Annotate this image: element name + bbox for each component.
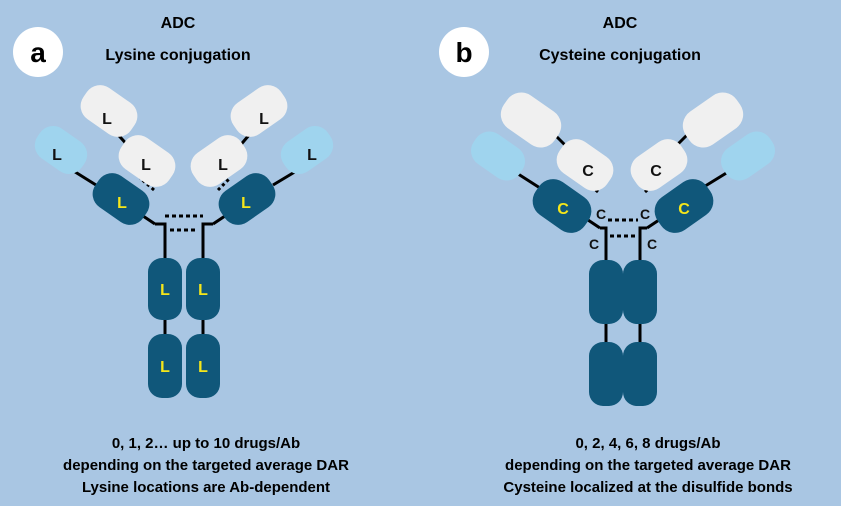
panel-b-light-chain-left-inner xyxy=(556,139,614,191)
panel-b-fc-left-lower xyxy=(589,342,623,406)
panel-a-label-fc-4: L xyxy=(198,359,208,376)
panel-a-light-chain-left-outer xyxy=(80,85,138,137)
panel-b-footer-line1: 0, 2, 4, 6, 8 drugs/Ab xyxy=(575,435,720,452)
panel-a-light-chain-right-variable xyxy=(280,126,334,174)
panel-b-label-hinge-2: C xyxy=(640,206,650,222)
panel-a-light-chain-right-outer xyxy=(230,85,288,137)
panel-a-light-chain-left-variable xyxy=(34,126,88,174)
panel-a-fc-left-lower xyxy=(148,334,182,398)
panel-a-label-heavy-1: L xyxy=(117,195,127,212)
panel-b-footer-line3: Cysteine localized at the disulfide bond… xyxy=(503,479,792,496)
panel-a-fc-right-upper xyxy=(186,258,220,320)
panel-b-light-chain-right-outer xyxy=(682,92,744,148)
panel-a-heavy-fab-left xyxy=(92,173,150,225)
panel-b-badge: b xyxy=(455,37,472,68)
panel-a-footer: 0, 1, 2… up to 10 drugs/Ab depending on … xyxy=(63,435,349,496)
panel-a-badge: a xyxy=(30,37,46,68)
panel-b-label-heavy-2: C xyxy=(678,201,690,218)
panel-a-title-line1: ADC xyxy=(161,15,196,32)
panel-a-badge-circle xyxy=(13,27,63,77)
panel-a-label-light-4: L xyxy=(259,111,269,128)
panel-b-heavy-fab-right xyxy=(654,179,714,233)
panel-b-label-heavy-1: C xyxy=(557,201,569,218)
panel-b-fc-left-upper xyxy=(589,260,623,324)
panel-a-fc-right-lower xyxy=(186,334,220,398)
panel-a-footer-line2: depending on the targeted average DAR xyxy=(63,457,349,474)
panel-a-label-light-2: L xyxy=(141,157,151,174)
panel-a-title-line2: Lysine conjugation xyxy=(105,47,250,64)
panel-a: a ADC Lysine conjugation xyxy=(13,15,349,496)
panel-b-label-hinge-4: C xyxy=(647,236,657,252)
panel-b-heavy-fab-left xyxy=(532,179,592,233)
panel-a-footer-line1: 0, 1, 2… up to 10 drugs/Ab xyxy=(112,435,300,452)
panel-a-fc-left-upper xyxy=(148,258,182,320)
panel-a-light-chain-left-inner xyxy=(118,135,176,187)
panel-a-label-fc-1: L xyxy=(160,282,170,299)
panel-a-label-light-3: L xyxy=(52,147,62,164)
panel-a-label-heavy-2: L xyxy=(241,195,251,212)
panel-b-title-line2: Cysteine conjugation xyxy=(539,47,701,64)
panel-b-footer-line2: depending on the targeted average DAR xyxy=(505,457,791,474)
panel-b-label-light-2: C xyxy=(650,163,662,180)
panel-b-light-chain-left-variable xyxy=(471,131,525,181)
panel-b-fc-right-lower xyxy=(623,342,657,406)
panel-b-light-chain-left-outer xyxy=(500,92,562,148)
panel-b-fc-right-upper xyxy=(623,260,657,324)
panel-b-footer: 0, 2, 4, 6, 8 drugs/Ab depending on the … xyxy=(503,435,792,496)
panel-b-label-hinge-1: C xyxy=(596,206,606,222)
panel-b-badge-circle xyxy=(439,27,489,77)
panel-b-title-line1: ADC xyxy=(603,15,638,32)
panel-b-label-light-1: C xyxy=(582,163,594,180)
panel-a-drug-labels: L L L L L L L L L L L L xyxy=(52,111,317,376)
panel-a-footer-line3: Lysine locations are Ab-dependent xyxy=(82,479,330,496)
panel-a-label-light-5: L xyxy=(218,157,228,174)
panel-a-label-light-1: L xyxy=(102,111,112,128)
panel-a-bonds xyxy=(71,126,299,334)
panel-b-light-chain-right-variable xyxy=(721,131,775,181)
panel-b-drug-labels: C C C C C C C C xyxy=(557,163,690,252)
panel-b-label-hinge-3: C xyxy=(589,236,599,252)
panel-b-light-chain-right-inner xyxy=(630,139,688,191)
panel-a-label-light-6: L xyxy=(307,147,317,164)
panel-a-heavy-fab-right xyxy=(218,173,276,225)
panel-a-label-fc-3: L xyxy=(160,359,170,376)
panel-a-light-chain-right-inner xyxy=(190,135,248,187)
panel-b: b ADC Cysteine conjugation xyxy=(439,15,793,496)
panel-a-label-fc-2: L xyxy=(198,282,208,299)
